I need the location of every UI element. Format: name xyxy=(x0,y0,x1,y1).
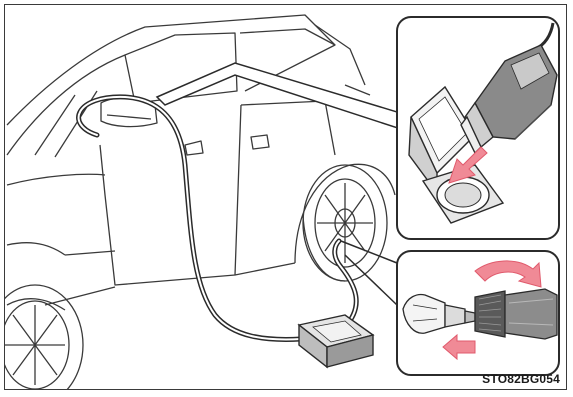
car-compressor-illustration xyxy=(5,5,567,390)
tire-inflator-compressor xyxy=(299,315,373,367)
figure-code: STO82BG054 xyxy=(482,372,560,386)
power-cable xyxy=(79,97,301,340)
hose-nozzle xyxy=(475,289,557,339)
leader-lines-top xyxy=(157,63,407,131)
diagram-frame: STO82BG054 xyxy=(4,4,567,390)
rear-wheel xyxy=(303,165,387,281)
inset-valve-connection xyxy=(397,251,559,375)
inset-power-outlet xyxy=(397,17,559,239)
